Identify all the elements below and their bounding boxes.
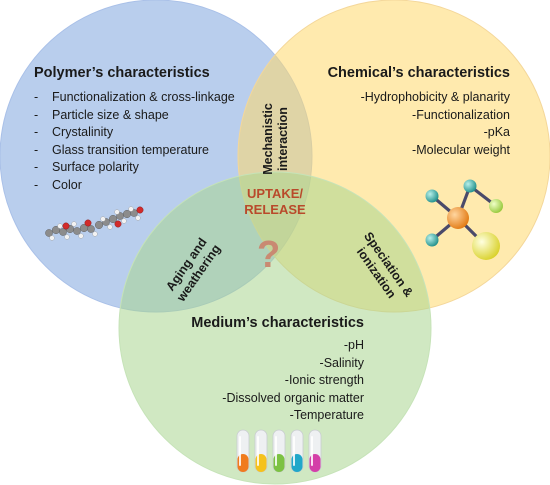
list-item: -Hydrophobicity & planarity [360, 90, 510, 104]
chemical-title: Chemical’s characteristics [327, 65, 510, 81]
polymer-chain-molecule-icon [45, 206, 144, 241]
test-tubes-icon [236, 429, 322, 473]
list-item: -pH [343, 338, 364, 352]
ball-and-stick-molecule-icon [425, 179, 503, 260]
list-item: -Surface polarity [34, 160, 139, 174]
question-mark: ? [257, 234, 281, 276]
list-item: -Molecular weight [412, 142, 510, 157]
medium-list: -pH -Salinity -Ionic strength -Dissolved… [191, 337, 364, 425]
chemical-list: -Hydrophobicity & planarity -Functionali… [328, 89, 510, 159]
list-item: -Functionalization [412, 107, 510, 122]
list-item: -Particle size & shape [34, 107, 169, 122]
list-item: -Dissolved organic matter [222, 390, 364, 405]
mechanistic-interaction-label: Mechanistic interaction [261, 103, 290, 175]
list-item: -Crystalinity [34, 125, 114, 139]
list-item: -Ionic strength [284, 373, 364, 387]
chemical-box: Chemical’s characteristics -Hydrophobici… [328, 65, 510, 159]
polymer-title: Polymer’s characteristics [34, 65, 210, 81]
uptake-release-label: UPTAKE/ RELEASE [244, 186, 306, 217]
medium-title: Medium’s characteristics [191, 315, 364, 331]
list-item: -Functionalization & cross-linkage [34, 90, 235, 104]
list-item: -Temperature [289, 408, 364, 422]
list-item: -pKa [483, 125, 510, 139]
medium-circle [118, 171, 432, 485]
list-item: -Salinity [319, 355, 364, 370]
polymer-box: Polymer’s characteristics -Functionaliza… [34, 65, 235, 194]
medium-box: Medium’s characteristics -pH -Salinity -… [191, 315, 364, 425]
list-item: -Glass transition temperature [34, 142, 210, 157]
polymer-list: -Functionalization & cross-linkage -Part… [34, 89, 235, 194]
list-item: -Color [34, 177, 82, 192]
